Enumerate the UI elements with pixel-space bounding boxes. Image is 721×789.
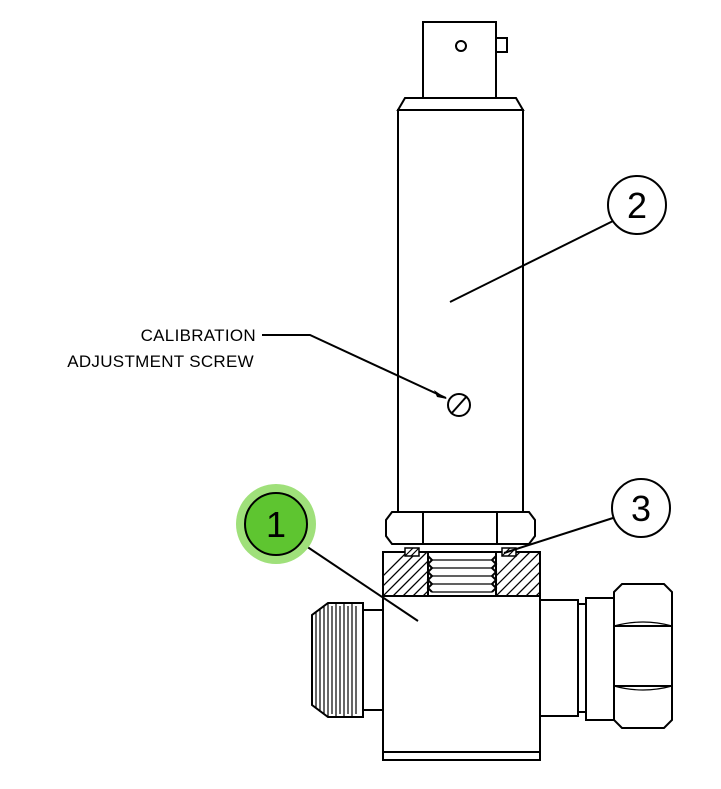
connector xyxy=(422,21,508,99)
section-hatch-left xyxy=(383,552,428,596)
calibration-callout: CALIBRATION ADJUSTMENT SCREW xyxy=(67,326,447,399)
internal-thread xyxy=(426,555,498,593)
hex-nut xyxy=(385,511,536,545)
balloon-3-label: 3 xyxy=(631,488,651,529)
fitting-body xyxy=(382,547,541,761)
balloon-1-label: 1 xyxy=(266,504,286,545)
callout-line-2: ADJUSTMENT SCREW xyxy=(67,352,254,371)
balloon-3: 3 xyxy=(503,478,671,554)
balloon-1: 1 xyxy=(236,484,419,622)
callout-line-1: CALIBRATION xyxy=(141,326,256,345)
balloon-2-label: 2 xyxy=(627,185,647,226)
transducer-housing xyxy=(396,97,525,513)
calibration-screw xyxy=(447,393,471,417)
section-hatch-right xyxy=(496,552,540,596)
left-threaded-port xyxy=(311,602,384,718)
balloon-2: 2 xyxy=(449,175,667,303)
right-hex-fitting xyxy=(539,583,673,729)
